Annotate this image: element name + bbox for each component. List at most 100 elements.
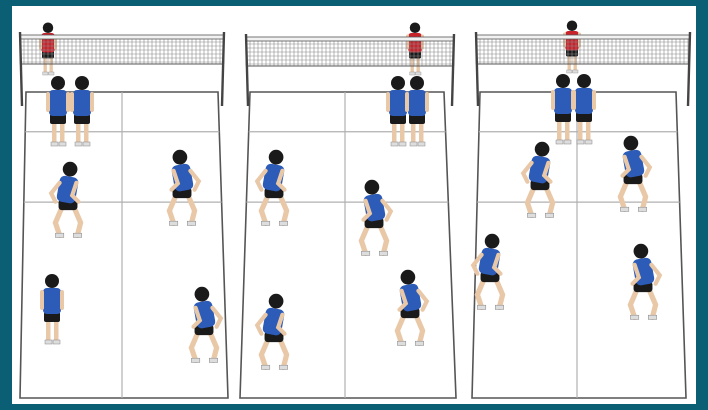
- player-head: [485, 234, 500, 249]
- player-jersey: [554, 88, 572, 114]
- player-leg: [60, 122, 65, 144]
- volleyball-formations-diagram: [12, 6, 696, 404]
- court-panel-1: [20, 23, 228, 399]
- player-leg: [84, 122, 89, 144]
- player-shoe: [75, 142, 82, 146]
- player-head: [624, 136, 639, 151]
- player-head: [577, 74, 591, 88]
- player-head: [195, 287, 210, 302]
- player-jersey: [408, 90, 426, 116]
- player-shoe: [585, 140, 592, 144]
- player-jersey: [49, 90, 67, 116]
- player-shoe: [45, 340, 52, 344]
- player-head: [410, 23, 421, 34]
- player-shoe: [279, 365, 287, 369]
- player-arm: [386, 92, 390, 112]
- player-shoe: [49, 72, 54, 75]
- net-top-tape: [476, 35, 690, 39]
- player-arm: [40, 290, 44, 310]
- player-leg: [574, 55, 577, 72]
- player-arm: [66, 92, 70, 112]
- player-arm: [425, 92, 429, 112]
- player-arm: [572, 90, 576, 110]
- player-shoe: [209, 358, 217, 362]
- player-arm: [90, 92, 94, 112]
- player-shoe: [630, 315, 638, 319]
- player-leg: [586, 120, 591, 142]
- player-head: [173, 150, 188, 165]
- net-pole-right: [452, 34, 454, 106]
- player-shoe: [567, 70, 572, 73]
- player-head: [634, 244, 649, 259]
- player-shoe: [477, 305, 485, 309]
- player-arm: [46, 92, 50, 112]
- player-shoe: [379, 251, 387, 255]
- player-head: [75, 76, 89, 90]
- player-head: [45, 274, 59, 288]
- player-arm: [405, 92, 409, 112]
- player-jersey: [575, 88, 593, 114]
- diagram-frame: [12, 6, 696, 404]
- player-head: [556, 74, 570, 88]
- player-head: [63, 162, 78, 177]
- net-top-tape: [20, 35, 224, 39]
- player-shoe: [573, 70, 578, 73]
- player-shoe: [191, 358, 199, 362]
- player-shoe: [73, 233, 81, 237]
- player-shoe: [169, 221, 177, 225]
- player-shoe: [261, 365, 269, 369]
- player-jersey: [73, 90, 91, 116]
- player-leg: [419, 122, 424, 144]
- player-leg: [50, 57, 53, 74]
- player-shoe: [53, 340, 60, 344]
- player-shoe: [187, 221, 195, 225]
- player-leg: [411, 122, 416, 144]
- player-arm: [551, 90, 555, 110]
- player-shoe: [55, 233, 63, 237]
- player-leg: [76, 122, 81, 144]
- player-shoe: [361, 251, 369, 255]
- player-leg: [46, 320, 51, 342]
- player-shoe: [648, 315, 656, 319]
- player-head: [365, 180, 380, 195]
- court-panel-2: [240, 23, 456, 399]
- player-shoe: [399, 142, 406, 146]
- net-pole-right: [222, 32, 224, 106]
- player-shoe: [545, 213, 553, 217]
- player-leg: [557, 120, 562, 142]
- player-head: [269, 150, 284, 165]
- player-shoe: [51, 142, 58, 146]
- player-jersey: [389, 90, 407, 116]
- player-head: [391, 76, 405, 90]
- player-leg: [565, 120, 570, 142]
- player-leg: [54, 320, 59, 342]
- player-arm: [592, 90, 596, 110]
- player-shoe: [410, 72, 415, 75]
- net-pole-left: [246, 34, 248, 106]
- player-shoe: [415, 341, 423, 345]
- player-figure-icon: [406, 23, 424, 76]
- player-shoe: [556, 140, 563, 144]
- player-shoe: [279, 221, 287, 225]
- player-shoe: [527, 213, 535, 217]
- player-head: [567, 21, 578, 32]
- player-shoe: [418, 142, 425, 146]
- player-shoe: [638, 207, 646, 211]
- net-pole-left: [476, 32, 478, 106]
- player-shoe: [620, 207, 628, 211]
- player-leg: [52, 122, 57, 144]
- player-shoe: [495, 305, 503, 309]
- player-shoe: [397, 341, 405, 345]
- player-shoe: [43, 72, 48, 75]
- player-arm: [60, 290, 64, 310]
- player-arm: [70, 92, 74, 112]
- player-shoe: [59, 142, 66, 146]
- net-pole-left: [20, 32, 22, 106]
- player-leg: [411, 57, 414, 74]
- player-head: [410, 76, 424, 90]
- player-shoe: [261, 221, 269, 225]
- player-shoe: [83, 142, 90, 146]
- player-leg: [392, 122, 397, 144]
- player-jersey: [43, 288, 61, 314]
- player-head: [535, 142, 550, 157]
